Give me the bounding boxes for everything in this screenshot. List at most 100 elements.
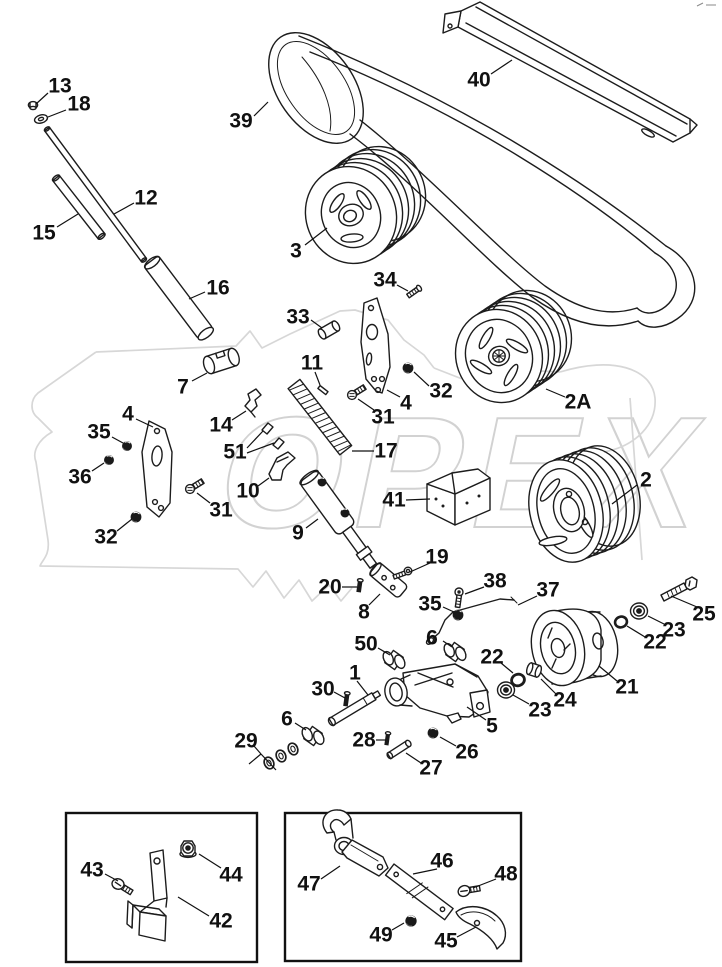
pulley-2a-drawing <box>454 289 573 404</box>
bolt-31-lower-drawing <box>184 478 205 495</box>
screw-43-drawing <box>109 876 136 896</box>
part-label-50: 50 <box>354 633 377 656</box>
leader-line-29 <box>260 753 277 771</box>
leader-line-49 <box>391 922 405 931</box>
leader-line-21 <box>598 665 618 682</box>
part-label-9: 9 <box>292 522 304 545</box>
part-label-10: 10 <box>236 480 259 503</box>
nut-32-lower-drawing <box>130 511 142 523</box>
leader-line-48 <box>472 878 497 889</box>
oring-22-right-drawing <box>612 613 630 631</box>
watermark-gear-left-bottom-edge <box>31 351 353 602</box>
part-label-48: 48 <box>494 863 518 886</box>
bolt-25-drawing <box>660 576 698 602</box>
leader-line-51 <box>246 442 275 454</box>
part-label-6: 6 <box>426 627 438 650</box>
part-label-39: 39 <box>229 110 252 133</box>
part-label-34: 34 <box>373 269 397 292</box>
part-label-18: 18 <box>67 93 91 116</box>
nut-44-drawing <box>179 840 197 859</box>
pin-1-drawing <box>327 690 382 727</box>
part-label-31: 31 <box>371 406 395 429</box>
leader-line-11 <box>314 371 321 386</box>
part-label-46: 46 <box>430 850 453 873</box>
bearing-23-right-drawing <box>629 602 649 620</box>
leader-line-8 <box>368 593 381 606</box>
inset-boxes-layer <box>64 811 523 964</box>
part-label-32: 32 <box>94 526 117 549</box>
part-label-26: 26 <box>455 741 478 764</box>
bushing-50-drawing <box>382 649 406 671</box>
lever-10-drawing <box>268 451 296 481</box>
clip-14-drawing <box>244 388 262 418</box>
leader-line-41 <box>405 498 431 501</box>
corner-artifact <box>696 2 716 7</box>
part-label-32: 32 <box>429 380 452 403</box>
part-label-41: 41 <box>382 489 406 512</box>
bracket-42-drawing <box>126 849 168 942</box>
leader-line-35 <box>111 436 124 444</box>
part-label-30: 30 <box>311 678 334 701</box>
part-label-51: 51 <box>223 441 247 464</box>
leader-line-15 <box>56 213 79 228</box>
leader-line-2 <box>611 484 638 505</box>
leader-line-47 <box>320 865 341 880</box>
part-label-21: 21 <box>615 676 639 699</box>
pin-28-drawing <box>384 731 392 746</box>
bushing-6-upper-drawing <box>443 641 467 663</box>
part-label-23: 23 <box>528 699 551 722</box>
leader-line-46 <box>412 868 438 875</box>
part-label-42: 42 <box>209 910 232 933</box>
leader-line-32 <box>116 518 133 532</box>
leader-line-14 <box>231 410 247 421</box>
leader-line-23 <box>647 615 665 625</box>
part-label-35: 35 <box>87 421 111 444</box>
nut-26-drawing <box>427 727 439 739</box>
pin-11-drawing <box>317 384 329 396</box>
leader-line-29 <box>253 745 262 755</box>
bolt-38-drawing <box>454 587 464 609</box>
pin-34-drawing <box>406 284 423 299</box>
part-label-38: 38 <box>483 570 507 593</box>
leader-line-44 <box>198 853 222 869</box>
part-label-19: 19 <box>425 546 448 569</box>
pin-on-cylinder-9 <box>340 508 350 518</box>
pin-30-drawing <box>343 690 351 707</box>
leader-line-18 <box>47 109 67 118</box>
screw-48-drawing <box>455 877 483 902</box>
bearing-23-left-drawing <box>496 681 516 699</box>
part-label-2: 2 <box>640 469 652 492</box>
leader-line-50 <box>377 647 391 656</box>
spring-17-drawing <box>287 378 353 456</box>
leader-line-25 <box>670 595 698 608</box>
part-label-33: 33 <box>286 306 309 329</box>
part-label-36: 36 <box>68 466 91 489</box>
part-label-27: 27 <box>419 757 442 780</box>
part-label-25: 25 <box>692 603 716 626</box>
bushing-24-drawing <box>525 662 543 678</box>
bushing-6-left-drawing <box>301 725 325 747</box>
part-label-28: 28 <box>352 729 376 752</box>
part-label-40: 40 <box>467 69 490 92</box>
nut-35-left-drawing <box>121 440 133 452</box>
leader-line-3 <box>304 227 328 246</box>
bushing-7-drawing <box>202 347 240 375</box>
leader-line-31 <box>196 492 211 504</box>
leader-line-36 <box>91 462 105 472</box>
leader-line-2A <box>545 388 566 398</box>
leader-line-13 <box>35 92 49 105</box>
nut-13-drawing <box>27 100 39 111</box>
bushing-33-drawing <box>317 320 341 340</box>
pin-on-cylinder-9 <box>317 477 327 487</box>
inset-box-1 <box>64 811 259 964</box>
lever-47-drawing <box>322 809 389 877</box>
pulley-2-drawing <box>528 445 641 563</box>
link-8-drawing <box>369 562 408 598</box>
sleeve-16-drawing <box>143 255 215 341</box>
part-label-15: 15 <box>32 222 56 245</box>
leader-line-31 <box>357 398 375 411</box>
arm-5-drawing <box>384 663 491 724</box>
part-label-2A: 2A <box>565 391 592 414</box>
